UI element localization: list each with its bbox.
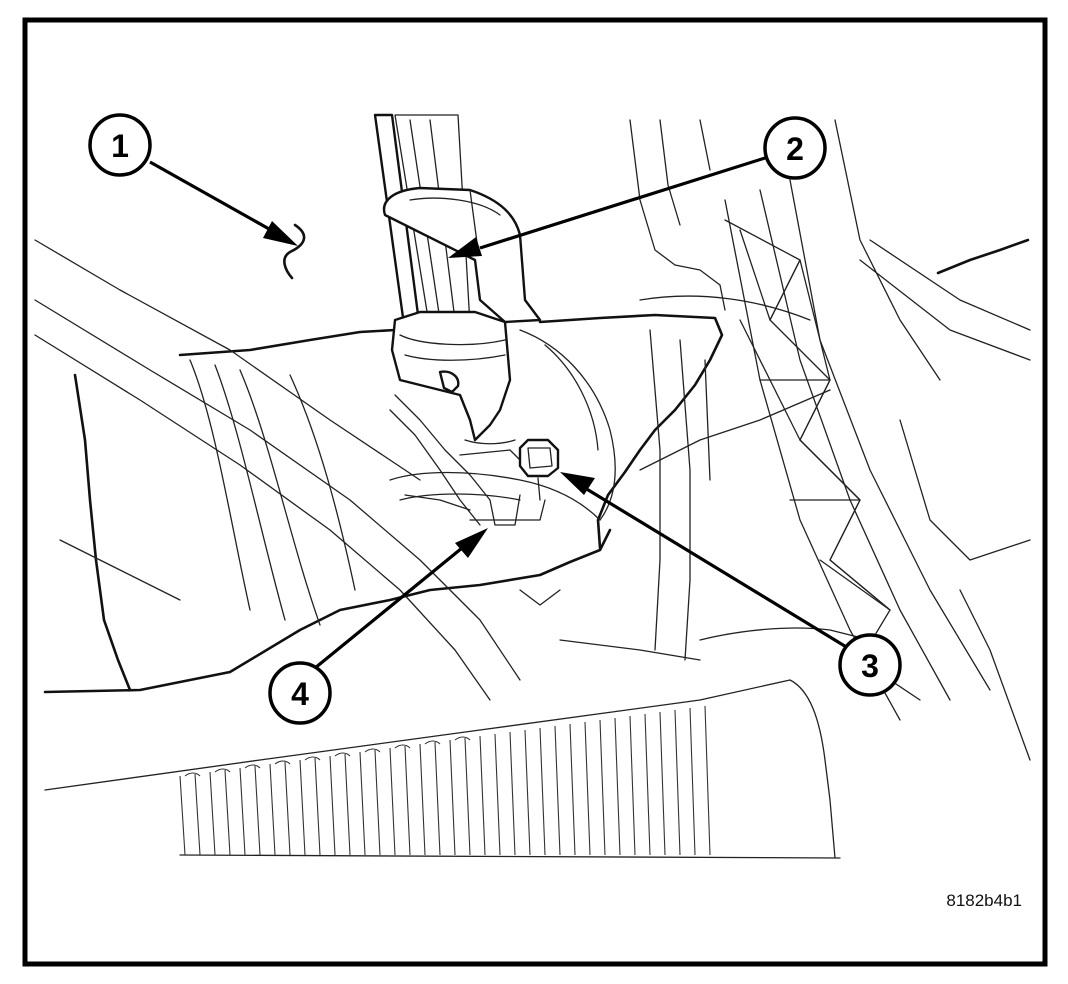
right-pillar (629, 119, 1031, 761)
arrowhead-1 (263, 221, 298, 246)
callout-1: 1 (88, 113, 152, 177)
leader-lines (149, 156, 849, 670)
carpet-tuft (283, 223, 306, 280)
console-contours (389, 295, 871, 661)
leader-line-4 (313, 546, 464, 670)
leader-line-2 (479, 156, 766, 250)
callout-1-label: 1 (111, 128, 129, 164)
arrowhead-4 (455, 528, 488, 558)
callout-4-label: 4 (291, 676, 309, 712)
carpet-outline (43, 238, 1030, 694)
callout-4: 4 (268, 661, 332, 725)
figure-frame (22, 17, 1048, 967)
callout-3-label: 3 (861, 648, 879, 684)
figure-id: 8182b4b1 (946, 891, 1022, 910)
illustration (34, 113, 1031, 859)
shifter-mechanism (389, 310, 546, 526)
leader-line-1 (149, 160, 279, 236)
callout-2: 2 (763, 116, 827, 180)
arrowhead-3 (560, 472, 595, 495)
left-trim-panels (34, 239, 521, 701)
bolt (518, 438, 560, 501)
floor-mat (44, 679, 841, 859)
floor-mat-grille (179, 705, 711, 856)
leader-line-3 (584, 486, 849, 650)
callout-2-label: 2 (786, 131, 804, 167)
arrowhead-2 (448, 237, 482, 258)
callout-3: 3 (838, 633, 902, 697)
